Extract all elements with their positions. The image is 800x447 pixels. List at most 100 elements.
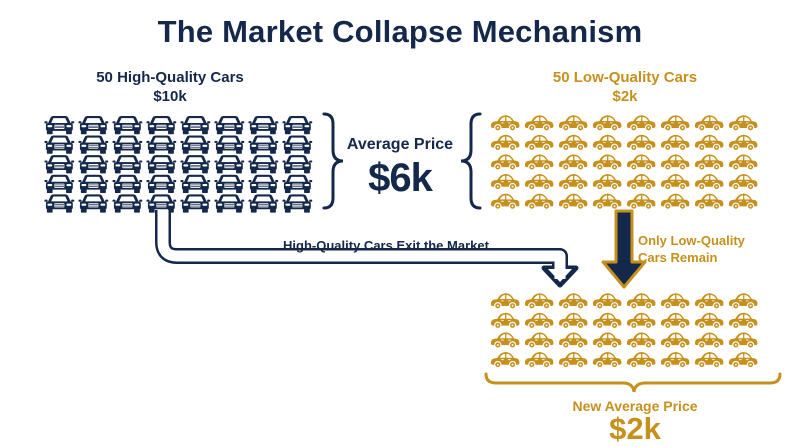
- sedan-front-icon: [145, 135, 177, 155]
- small-car-side-icon: [524, 192, 555, 210]
- small-car-side-icon: [728, 312, 759, 330]
- small-car-side-icon: [660, 351, 691, 369]
- small-car-side-icon: [524, 331, 555, 349]
- small-car-side-icon: [626, 331, 657, 349]
- small-car-side-icon: [694, 114, 725, 132]
- small-car-side-icon: [490, 192, 521, 210]
- sedan-front-icon: [179, 193, 211, 214]
- small-car-side-icon: [660, 173, 691, 191]
- exit-arrow-label: High-Quality Cars Exit the Market: [283, 238, 489, 253]
- small-car-side-icon: [728, 351, 759, 369]
- small-car-side-icon: [626, 312, 657, 330]
- small-car-side-icon: [728, 114, 759, 132]
- small-car-side-icon: [490, 134, 521, 152]
- remaining-cars-grid: [490, 292, 759, 369]
- left-brace: [322, 112, 344, 210]
- small-car-side-icon: [728, 292, 759, 310]
- small-car-side-icon: [660, 134, 691, 152]
- small-car-side-icon: [490, 292, 521, 310]
- sedan-front-icon: [43, 193, 75, 214]
- small-car-side-icon: [626, 153, 657, 171]
- exit-arrow: [155, 210, 579, 288]
- sedan-front-icon: [112, 154, 143, 174]
- bottom-bracket: [484, 372, 782, 393]
- small-car-side-icon: [558, 114, 589, 132]
- sedan-front-icon: [282, 135, 313, 155]
- high-quality-label: 50 High-Quality Cars $10k: [20, 68, 320, 106]
- sedan-front-icon: [179, 115, 211, 135]
- small-car-side-icon: [626, 292, 657, 310]
- small-car-side-icon: [592, 331, 623, 349]
- small-car-side-icon: [626, 114, 657, 132]
- small-car-side-icon: [558, 153, 589, 171]
- small-car-side-icon: [660, 312, 691, 330]
- small-car-side-icon: [660, 292, 691, 310]
- sedan-front-icon: [43, 115, 75, 135]
- small-car-side-icon: [524, 153, 555, 171]
- sedan-front-icon: [145, 115, 177, 135]
- small-car-side-icon: [524, 114, 555, 132]
- small-car-side-icon: [694, 173, 725, 191]
- new-average-price-value: $2k: [609, 411, 661, 446]
- low-quality-label: 50 Low-Quality Cars $2k: [470, 68, 780, 106]
- small-car-side-icon: [728, 192, 759, 210]
- sedan-front-icon: [78, 193, 109, 214]
- sedan-front-icon: [213, 174, 245, 194]
- down-arrow: [601, 209, 647, 289]
- sedan-front-icon: [78, 135, 109, 155]
- small-car-side-icon: [694, 292, 725, 310]
- small-car-side-icon: [626, 192, 657, 210]
- high-quality-price: $10k: [153, 88, 187, 105]
- sedan-front-icon: [282, 174, 313, 194]
- sedan-front-icon: [213, 193, 245, 214]
- page-title: The Market Collapse Mechanism: [157, 14, 643, 49]
- sedan-front-icon: [43, 174, 75, 194]
- small-car-side-icon: [558, 134, 589, 152]
- small-car-side-icon: [694, 331, 725, 349]
- small-car-side-icon: [626, 134, 657, 152]
- small-car-side-icon: [728, 173, 759, 191]
- small-car-side-icon: [660, 114, 691, 132]
- small-car-side-icon: [626, 351, 657, 369]
- sedan-front-icon: [43, 135, 75, 155]
- small-car-side-icon: [490, 173, 521, 191]
- small-car-side-icon: [490, 331, 521, 349]
- small-car-side-icon: [728, 134, 759, 152]
- low-quality-price: $2k: [612, 88, 638, 105]
- small-car-side-icon: [524, 351, 555, 369]
- small-car-side-icon: [728, 331, 759, 349]
- sedan-front-icon: [112, 115, 143, 135]
- sedan-front-icon: [247, 193, 279, 214]
- sedan-front-icon: [247, 154, 279, 174]
- small-car-side-icon: [660, 331, 691, 349]
- sedan-front-icon: [112, 135, 143, 155]
- small-car-side-icon: [558, 312, 589, 330]
- small-car-side-icon: [524, 173, 555, 191]
- small-car-side-icon: [694, 192, 725, 210]
- high-quality-cars-grid: [43, 115, 313, 214]
- sedan-front-icon: [145, 174, 177, 194]
- low-quality-cars-grid: [490, 114, 759, 210]
- small-car-side-icon: [558, 331, 589, 349]
- small-car-side-icon: [558, 192, 589, 210]
- small-car-side-icon: [592, 312, 623, 330]
- small-car-side-icon: [592, 173, 623, 191]
- sedan-front-icon: [247, 115, 279, 135]
- small-car-side-icon: [592, 292, 623, 310]
- remain-label: Only Low-Quality Cars Remain: [638, 232, 788, 266]
- small-car-side-icon: [490, 153, 521, 171]
- sedan-front-icon: [213, 115, 245, 135]
- small-car-side-icon: [490, 312, 521, 330]
- small-car-side-icon: [592, 351, 623, 369]
- small-car-side-icon: [558, 351, 589, 369]
- small-car-side-icon: [694, 153, 725, 171]
- small-car-side-icon: [524, 312, 555, 330]
- sedan-front-icon: [112, 174, 143, 194]
- sedan-front-icon: [78, 154, 109, 174]
- sedan-front-icon: [247, 174, 279, 194]
- sedan-front-icon: [112, 193, 143, 214]
- sedan-front-icon: [179, 154, 211, 174]
- sedan-front-icon: [282, 154, 313, 174]
- sedan-front-icon: [247, 135, 279, 155]
